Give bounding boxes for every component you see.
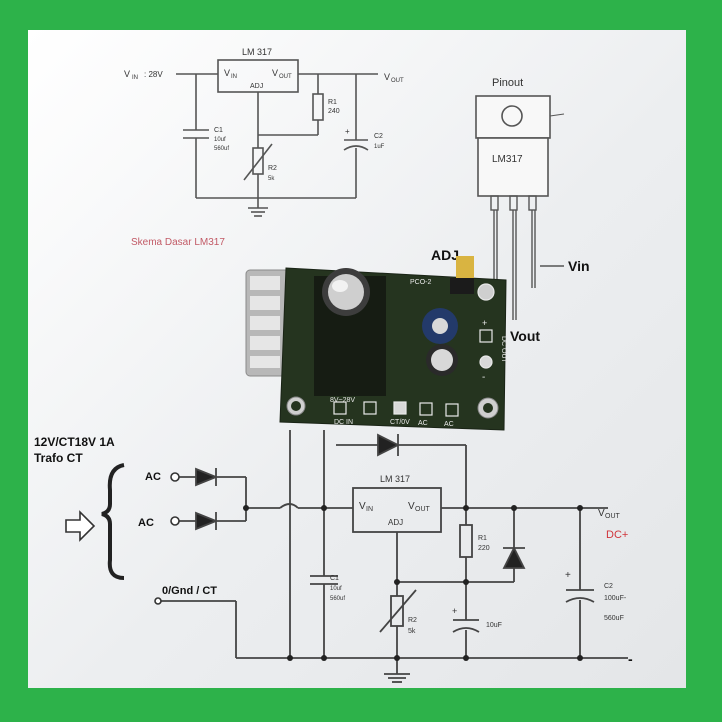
pcb-silk-label: 8V~28V: [330, 397, 355, 404]
bottom-c1-value2: 560uf: [330, 596, 345, 602]
trafo-bracket: [101, 463, 125, 580]
trafo-line2: Trafo CT: [34, 451, 83, 465]
bottom-pin-vin-sub: IN: [366, 506, 373, 513]
top-schematic-labels: LM 317 V IN : 28V V IN V OUT ADJ V OUT R…: [124, 47, 404, 248]
top-pin-vout: V: [272, 68, 278, 78]
bottom-c2-plus: +: [565, 570, 571, 581]
pinout-body: [477, 137, 549, 197]
top-caption: Skema Dasar LM317: [131, 237, 225, 248]
top-vin-label: V: [124, 69, 130, 79]
pcb-silk-top: PCO-2: [410, 279, 432, 286]
circuit-diagram: LM 317 V IN : 28V V IN V OUT ADJ V OUT R…: [34, 47, 633, 683]
top-r2-value: 5k: [268, 176, 275, 182]
top-schematic: [176, 59, 378, 217]
photo-frame: LM 317 V IN : 28V V IN V OUT ADJ V OUT R…: [28, 30, 686, 688]
top-pin-adj: ADJ: [250, 83, 263, 90]
top-c1-name: C1: [214, 127, 223, 134]
bottom-r1-value: 220: [478, 545, 490, 552]
top-c2-value: 1uF: [374, 144, 385, 150]
bottom-r1-name: R1: [478, 535, 487, 542]
top-chip-title: LM 317: [242, 47, 272, 57]
bottom-c2-value2: 560uF: [604, 615, 624, 622]
top-pin-vin: V: [224, 68, 230, 78]
top-vout-label: V: [384, 72, 390, 82]
bottom-dots: [243, 505, 583, 661]
pinout-title: Pinout: [492, 77, 523, 89]
bottom-c2-name: C2: [604, 583, 613, 590]
pad-label-ct: CT/0V: [390, 419, 410, 426]
bottom-pin-vout: V: [408, 501, 415, 512]
pcb-board: PCO-2 8V~28V DC IN CT/0V AC AC + - DC OU…: [245, 256, 507, 431]
pinout-hole: [501, 105, 523, 127]
gnd-label: 0/Gnd / CT: [162, 585, 217, 597]
top-r1-value: 240: [328, 108, 340, 115]
top-c2-name: C2: [374, 133, 383, 140]
bottom-r2-name: R2: [408, 617, 417, 624]
pad-label-ac-1: AC: [418, 420, 428, 427]
pinout-vin-label: Vin: [568, 258, 590, 274]
pad-label-ac-2: AC: [444, 421, 454, 428]
ac-terminals: [154, 472, 180, 605]
bottom-vout-sub: OUT: [605, 513, 621, 520]
top-c1-value2: 560uf: [214, 146, 229, 152]
bottom-vout-label: V: [598, 508, 605, 519]
top-r2-name: R2: [268, 165, 277, 172]
pinout-diagram: Pinout LM317 ADJ Vin Vout: [431, 77, 590, 344]
bottom-c1-value1: 10uf: [330, 586, 342, 592]
bottom-chip-title: LM 317: [380, 474, 410, 484]
top-vout-sub: OUT: [391, 78, 404, 84]
top-c1-value1: 10uf: [214, 137, 226, 143]
bottom-schematic-labels: 12V/CT18V 1A Trafo CT AC AC 0/Gnd / CT L…: [34, 435, 633, 667]
bottom-cmid-value: 10uF: [486, 622, 502, 629]
bottom-cmid-plus: +: [452, 606, 457, 616]
top-c2-plus: +: [345, 127, 350, 136]
ac-label-1: AC: [145, 471, 161, 483]
pinout-vout-label: Vout: [510, 328, 540, 344]
bottom-r2-value: 5k: [408, 628, 416, 635]
bottom-schematic: [158, 430, 628, 683]
bottom-pin-vout-sub: OUT: [415, 506, 431, 513]
top-r1-name: R1: [328, 99, 337, 106]
pinout-tab: [475, 95, 551, 139]
out-plus: +: [482, 318, 487, 328]
out-minus: -: [482, 372, 485, 383]
dc-plus-label: DC+: [606, 529, 628, 541]
top-vin-sub: IN: [132, 75, 138, 81]
input-arrow-icon: [65, 510, 96, 542]
bottom-pin-adj: ADJ: [388, 518, 403, 527]
top-vin-value: : 28V: [144, 70, 163, 79]
top-pin-vout-sub: OUT: [279, 74, 292, 80]
bottom-minus: -: [628, 651, 633, 667]
pcb-dc-out: DC OUT: [500, 336, 507, 364]
terminal-pads: [333, 283, 495, 417]
ac-label-2: AC: [138, 517, 154, 529]
trafo-line1: 12V/CT18V 1A: [34, 435, 115, 449]
top-pin-vin-sub: IN: [231, 74, 237, 80]
pinout-part-label: LM317: [492, 154, 523, 165]
bottom-pin-vin: V: [359, 501, 366, 512]
pinout-adj-label: ADJ: [431, 247, 459, 263]
bottom-c2-value1: 100uF-: [604, 595, 627, 602]
bottom-c1-name: C1: [330, 575, 339, 582]
pad-label-dc-in: DC IN: [334, 419, 353, 426]
